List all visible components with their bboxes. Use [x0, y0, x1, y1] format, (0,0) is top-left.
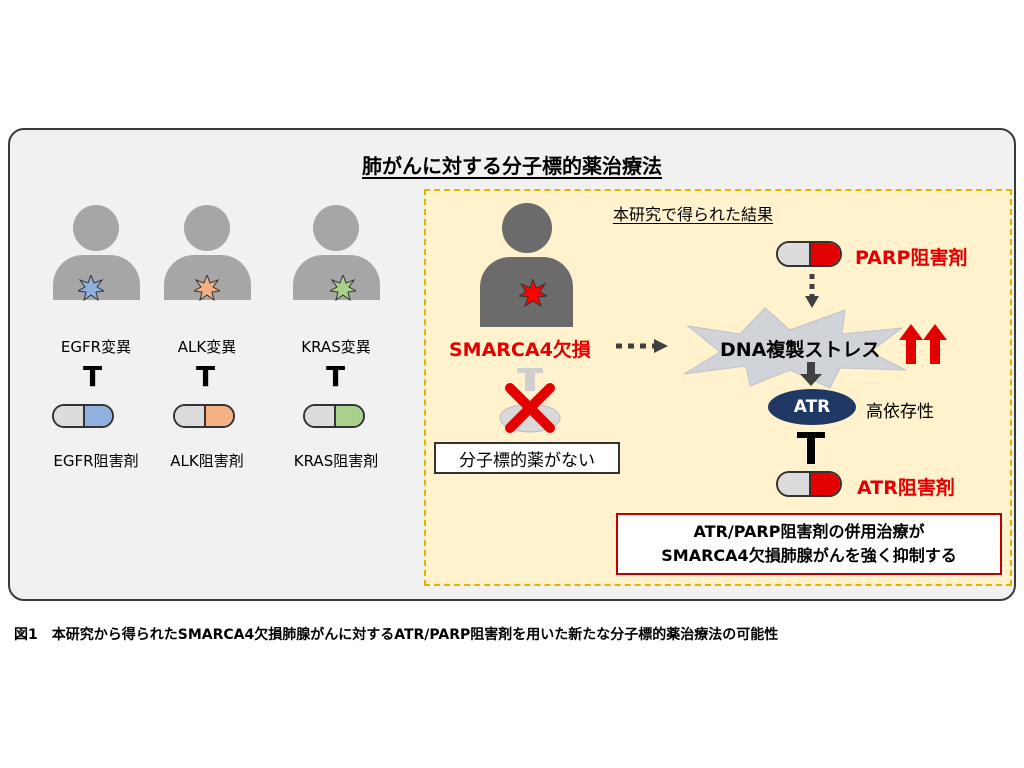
no-targeted-drug-box: 分子標的薬がない: [434, 442, 620, 474]
mutation-label: KRAS変異: [301, 338, 371, 356]
atr-inhibition-t-icon: [797, 432, 825, 464]
tumor-icon: [78, 275, 104, 301]
tumor-icon: [330, 275, 356, 301]
atr-inhibitor-label: ATR阻害剤: [857, 477, 955, 499]
result-heading: 本研究で得られた結果: [613, 205, 774, 224]
solid-arrow-icon: [800, 362, 822, 386]
figure-caption: 図1 本研究から得られたSMARCA4欠損肺腺がんに対するATR/PARP阻害剤…: [14, 627, 779, 643]
parp-inhibitor-label: PARP阻害剤: [855, 247, 968, 269]
figure-title: 肺がんに対する分子標的薬治療法: [362, 154, 662, 178]
no-drug-label: 分子標的薬がない: [459, 450, 595, 471]
mutation-label: ALK変異: [177, 338, 237, 356]
high-dependency-label: 高依存性: [866, 402, 934, 422]
inhibition-t-symbol: T: [83, 360, 103, 393]
no-drug-cross-icon: [499, 368, 561, 433]
inhibitor-label: KRAS阻害剤: [293, 452, 379, 470]
inhibitor-label: EGFR阻害剤: [53, 452, 139, 470]
person-body: [293, 255, 380, 300]
inhibitor-label: ALK阻害剤: [170, 452, 244, 470]
tumor-icon: [519, 279, 547, 307]
kras-inhibitor-pill-icon: [303, 404, 365, 428]
person-head: [502, 203, 552, 253]
mutation-label: EGFR変異: [60, 338, 132, 356]
inhibition-t-symbol: T: [326, 360, 346, 393]
atr-inhibitor-pill-icon: [776, 471, 842, 497]
inhibition-t-symbol: T: [196, 360, 216, 393]
person-head: [184, 205, 230, 251]
alk-inhibitor-pill-icon: [173, 404, 235, 428]
egfr-inhibitor-pill-icon: [52, 404, 114, 428]
dna-stress-burst-icon: [683, 307, 907, 389]
tumor-icon: [194, 275, 220, 301]
person-head: [73, 205, 119, 251]
atr-node: ATR: [768, 389, 856, 425]
conclusion-line-2: SMARCA4欠損肺腺がんを強く抑制する: [661, 546, 957, 565]
dotted-arrow-icon: [616, 339, 668, 353]
parp-dotted-arrow-icon: [805, 274, 819, 308]
person-head: [313, 205, 359, 251]
conclusion-box: ATR/PARP阻害剤の併用治療が SMARCA4欠損肺腺がんを強く抑制する: [616, 513, 1002, 575]
parp-inhibitor-pill-icon: [776, 241, 842, 267]
smarca4-deficiency-label: SMARCA4欠損: [449, 339, 591, 361]
dna-replication-stress-label: DNA複製ストレス: [720, 339, 881, 361]
atr-node-label: ATR: [793, 397, 831, 417]
increase-arrows-icon: [899, 324, 947, 364]
conclusion-line-1: ATR/PARP阻害剤の併用治療が: [693, 522, 925, 541]
